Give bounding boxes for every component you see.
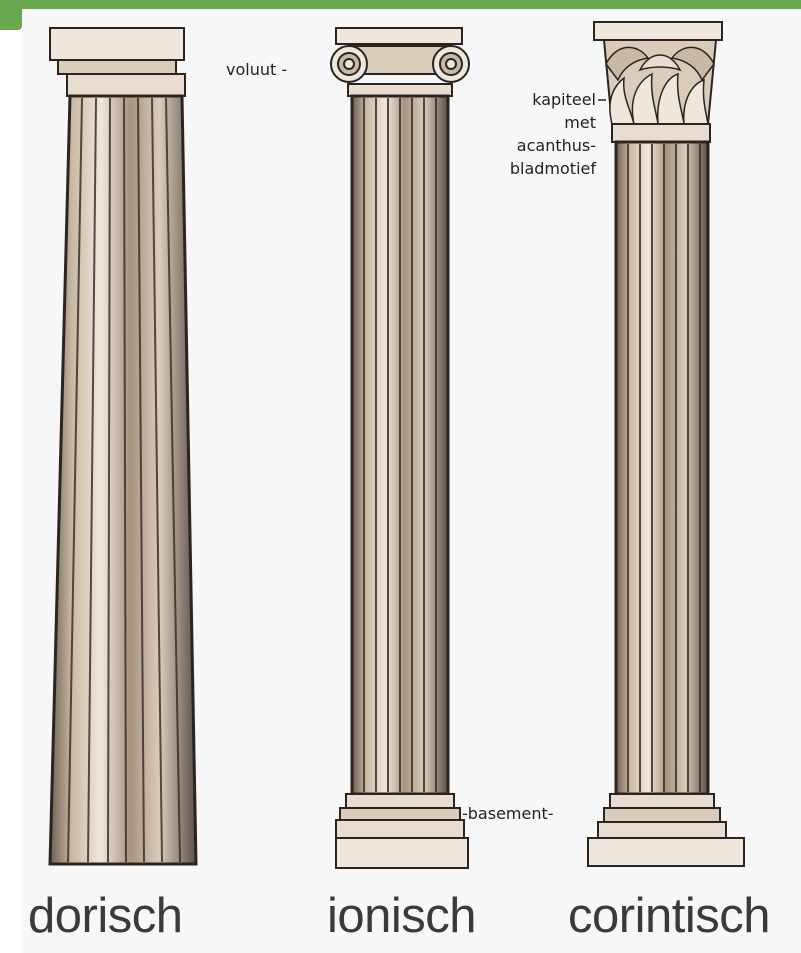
label-kapiteel-acanthus: kapiteel met acanthus- bladmotief [460, 88, 596, 180]
label-basement: -basement- [462, 805, 554, 822]
kapiteel-line-1: kapiteel [460, 88, 596, 111]
doric-abacus [50, 28, 184, 60]
caption-doric: dorisch [28, 886, 182, 946]
corinthian-column [588, 22, 744, 866]
volute-right [433, 46, 469, 82]
corinthian-plinth [588, 838, 744, 866]
corinthian-base-1 [610, 794, 714, 808]
ionic-base-torus-2 [340, 808, 460, 820]
doric-shaft [50, 96, 196, 864]
corinthian-shaft [616, 142, 708, 794]
acanthus-capital [604, 40, 716, 124]
ionic-base-torus-1 [346, 794, 454, 808]
ionic-necking [348, 84, 452, 96]
corinthian-abacus [594, 22, 722, 40]
corinthian-necking [612, 124, 710, 142]
ionic-base-torus-3 [336, 820, 464, 838]
ionic-column [331, 28, 469, 868]
caption-corinthian: corintisch [568, 886, 770, 946]
doric-necking [67, 74, 185, 96]
ionic-abacus [336, 28, 462, 44]
corinthian-base-2 [604, 808, 720, 822]
kapiteel-line-3: acanthus- [460, 134, 596, 157]
corinthian-base-3 [598, 822, 726, 838]
kapiteel-line-4: bladmotief [460, 157, 596, 180]
ionic-plinth [336, 838, 468, 868]
volute-left [331, 46, 367, 82]
doric-column [50, 28, 196, 864]
kapiteel-line-2: met [460, 111, 596, 134]
label-voluut: voluut - [226, 61, 287, 78]
doric-echinus [58, 60, 176, 74]
caption-ionic: ionisch [327, 886, 476, 946]
